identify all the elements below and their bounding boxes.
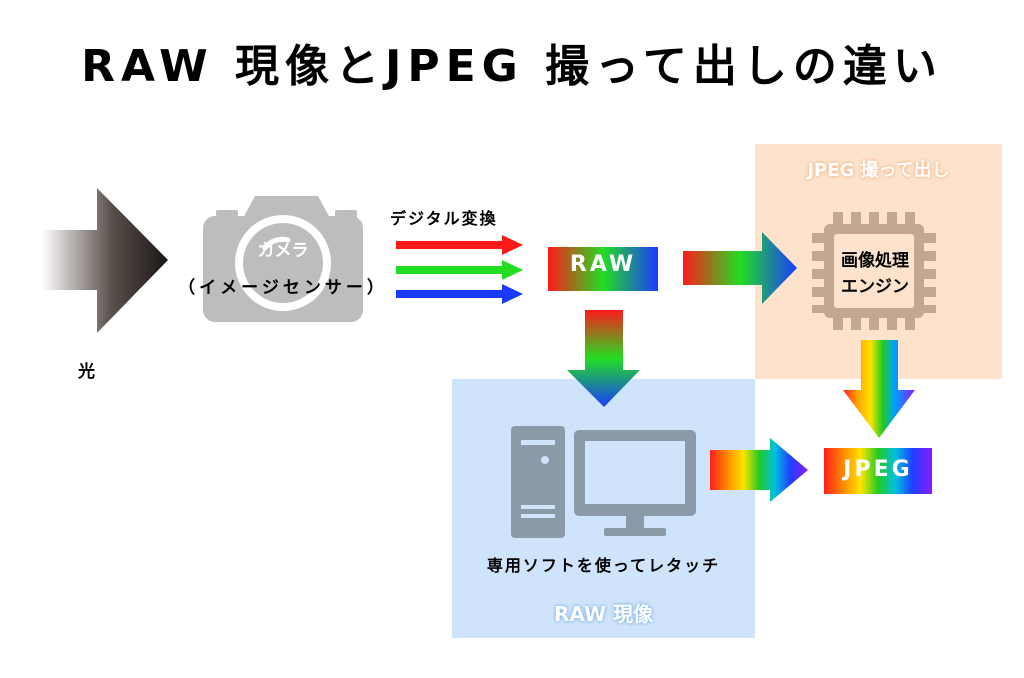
raw-to-software-arrow <box>567 310 640 407</box>
software-to-jpeg-arrow <box>710 438 808 502</box>
camera-label: カメラ <box>257 241 309 261</box>
engine-to-jpeg-arrow <box>843 340 915 438</box>
software-retouch-label: 専用ソフトを使ってレタッチ <box>486 556 721 575</box>
jpeg-panel-title: JPEG 撮って出し <box>807 160 950 181</box>
digital-conversion-label: デジタル変換 <box>390 209 498 228</box>
camera-icon <box>203 196 363 322</box>
light-label: 光 <box>78 362 95 382</box>
image-sensor-label: （イメージセンサー） <box>178 278 388 298</box>
raw-panel-title: RAW 現像 <box>553 602 653 626</box>
jpeg-chip-label: JPEG <box>843 457 913 482</box>
raw-to-engine-arrow <box>683 232 797 304</box>
page-title: RAW 現像とJPEG 撮って出しの違い <box>81 41 943 92</box>
rgb-signal-arrows <box>396 235 523 304</box>
engine-label: 画像処理 <box>841 251 909 271</box>
jpeg-chip <box>824 448 932 494</box>
engine-label-2: エンジン <box>841 277 909 297</box>
cpu-chip-icon <box>812 212 936 330</box>
desktop-computer-icon <box>511 426 696 538</box>
raw-chip <box>548 247 658 291</box>
raw-chip-label: RAW <box>569 252 637 277</box>
light-arrow <box>42 188 168 333</box>
